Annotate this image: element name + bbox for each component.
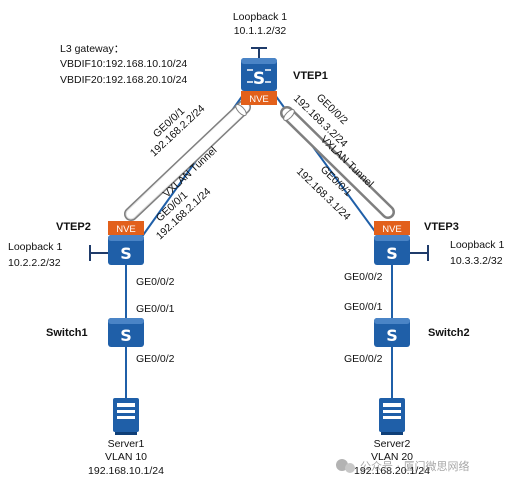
gateway-vbdif20: VBDIF20:192.168.20.10/24 xyxy=(60,74,187,86)
server2-icon xyxy=(379,398,405,435)
vtep2-nve-label: NVE xyxy=(116,224,136,235)
vtep2-loopback-ip: 10.2.2.2/32 xyxy=(8,257,61,269)
vtep2-name: VTEP2 xyxy=(56,221,91,233)
switch2-device: S xyxy=(374,318,410,347)
switch-glyph-icon: S xyxy=(386,244,398,263)
gateway-title: L3 gateway： xyxy=(60,43,124,55)
vxlan-tunnel-right xyxy=(280,106,395,219)
vtep1-loopback-label: Loopback 1 xyxy=(233,11,287,23)
vtep3-nve-box xyxy=(374,221,410,235)
switch-glyph-icon: S xyxy=(120,326,132,345)
vtep3-loopback-ip: 10.3.3.2/32 xyxy=(450,255,503,267)
vtep3-nve-label: NVE xyxy=(382,224,402,235)
switch1-device: S xyxy=(108,318,144,347)
vtep3-name: VTEP3 xyxy=(424,221,459,233)
vtep1-switch: S xyxy=(241,58,277,91)
arrows-icon xyxy=(247,69,271,83)
vtep1-nve-box xyxy=(241,91,277,105)
switch1-down-port: GE0/0/2 xyxy=(136,353,175,365)
server1-name: Server1 xyxy=(108,438,145,450)
switch1-up-port: GE0/0/1 xyxy=(136,303,175,315)
vtep1-loopback-ip: 10.1.1.2/32 xyxy=(234,25,287,37)
switch2-up-port: GE0/0/1 xyxy=(344,301,383,313)
vxlan-tunnel-left xyxy=(124,100,251,221)
server2-vlan: VLAN 20 xyxy=(371,451,413,463)
vtep2-switch: S xyxy=(108,235,144,265)
vtep1-nve-label: NVE xyxy=(249,94,269,105)
server1-vlan: VLAN 10 xyxy=(105,451,147,463)
vtep1-name: VTEP1 xyxy=(293,70,328,82)
vtep2-nve-box xyxy=(108,221,144,235)
switch2-name: Switch2 xyxy=(428,327,470,339)
switch1-name: Switch1 xyxy=(46,327,88,339)
watermark-text: 公众号 · 厦门微思网络 xyxy=(360,459,470,473)
server1-ip: 192.168.10.1/24 xyxy=(88,465,164,477)
vtep3-loopback-label: Loopback 1 xyxy=(450,239,504,251)
vtep2-down-port: GE0/0/2 xyxy=(136,276,175,288)
vtep2-loopback-label: Loopback 1 xyxy=(8,241,62,253)
switch-glyph-icon: S xyxy=(253,69,265,89)
gateway-vbdif10: VBDIF10:192.168.10.10/24 xyxy=(60,58,187,70)
vtep3-down-port: GE0/0/2 xyxy=(344,271,383,283)
switch-glyph-icon: S xyxy=(386,326,398,345)
switch2-down-port: GE0/0/2 xyxy=(344,353,383,365)
vtep3-switch: S xyxy=(374,235,410,265)
watermark: 公众号 · 厦门微思网络 xyxy=(336,459,470,473)
server2-name: Server2 xyxy=(374,438,411,450)
server1-icon xyxy=(113,398,139,435)
server2-ip: 192.168.20.1/24 xyxy=(354,465,430,477)
switch-glyph-icon: S xyxy=(120,244,132,263)
